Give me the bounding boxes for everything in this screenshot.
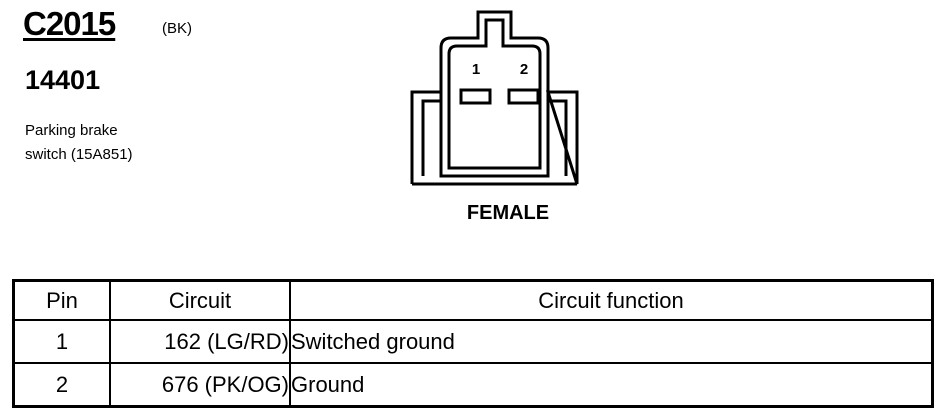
connector-gender-label: FEMALE [466, 202, 550, 224]
pin-label-1: 1 [472, 61, 480, 78]
pin-cavity-1 [459, 88, 492, 105]
pinout-table: Pin Circuit Circuit function 1 162 (LG/R… [12, 279, 934, 408]
connector-face-diagram: 1 2 [410, 10, 579, 186]
table-header-row: Pin Circuit Circuit function [12, 279, 934, 321]
connector-outer-shell [410, 90, 579, 185]
pin-cell: 2 [12, 362, 111, 408]
connector-id: C2015 [23, 5, 116, 42]
function-cell: Ground [289, 362, 934, 408]
connector-color: (BK) [162, 20, 192, 37]
component-description-line-2: switch (15A851) [25, 146, 133, 163]
pin-cavity-2 [507, 88, 540, 105]
circuit-cell: 676 (PK/OG) [109, 362, 291, 408]
part-number: 14401 [25, 65, 101, 95]
function-cell: Switched ground [289, 319, 934, 364]
component-description-line-1: Parking brake [25, 122, 118, 139]
connector-body [439, 10, 550, 178]
pin-cell: 1 [12, 319, 111, 364]
connector-inner-wrap [421, 99, 568, 176]
header-circuit: Circuit [109, 279, 291, 321]
circuit-cell: 162 (LG/RD) [109, 319, 291, 364]
pin-label-2: 2 [520, 61, 528, 78]
table-row: 2 676 (PK/OG) Ground [12, 362, 934, 408]
header-circuit-function: Circuit function [289, 279, 934, 321]
connector-body-inner [447, 18, 542, 170]
header-pin: Pin [12, 279, 111, 321]
table-row: 1 162 (LG/RD) Switched ground [12, 319, 934, 364]
